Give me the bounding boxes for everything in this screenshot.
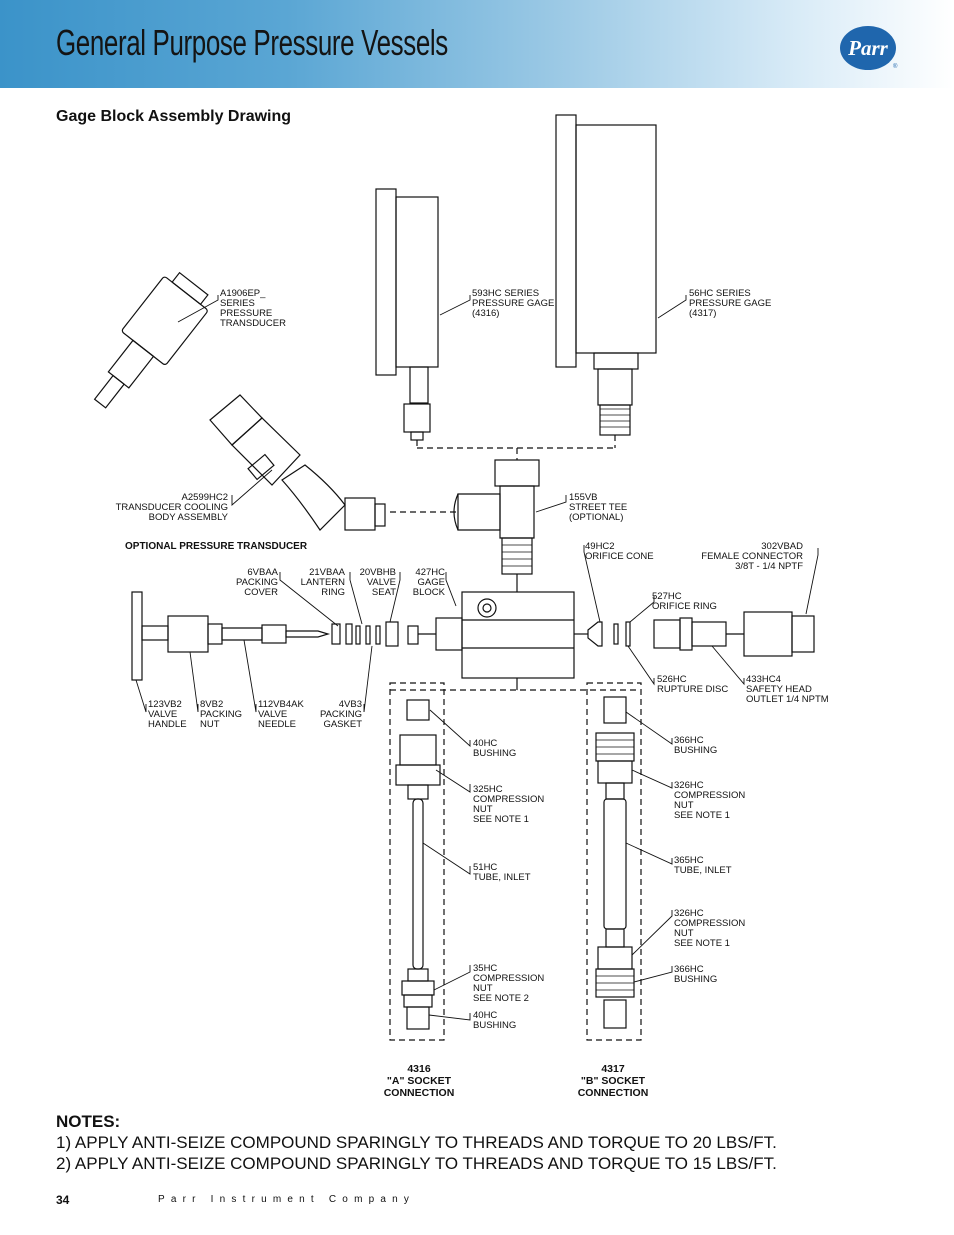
label-lantern-ring: 21VBAA LANTERN RING [300,567,345,598]
label-street-tee: 155VB STREET TEE (OPTIONAL) [569,492,628,523]
label-bushing-366-top: 366HC BUSHING [674,735,718,756]
label-valve-handle: 123VB2 VALVE HANDLE [148,699,187,730]
note-2: 2) APPLY ANTI-SEIZE COMPOUND SPARINGLY T… [56,1154,777,1173]
street-tee-155vb [453,459,540,575]
label-orifice-cone: 49HC2 ORIFICE CONE [585,541,654,562]
gage-593hc [375,188,439,441]
label-comp-nut-326-bot: 326HC COMPRESSION NUT SEE NOTE 1 [674,908,746,949]
label-packing-gasket: 4VB3 PACKING GASKET [319,699,362,730]
gage-block-427hc [461,591,575,679]
socket-b-parts [595,696,635,1029]
parr-logo-mark: ® [893,63,898,70]
label-gage-56: 56HC SERIES PRESSURE GAGE (4317) [689,288,772,319]
socket-a-parts [395,699,441,1030]
label-socket-a: 4316 "A" SOCKET CONNECTION [383,1063,455,1099]
header-banner [0,0,954,88]
label-socket-b: 4317 "B" SOCKET CONNECTION [577,1063,649,1099]
label-comp-nut-326-top: 326HC COMPRESSION NUT SEE NOTE 1 [674,780,746,821]
notes-section: NOTES: 1) APPLY ANTI-SEIZE COMPOUND SPAR… [56,1111,777,1174]
label-transducer: A1906EP_ SERIES PRESSURE TRANSDUCER [220,288,286,329]
company-name: Parr Instrument Company [158,1194,416,1205]
label-bushing-366-bot: 366HC BUSHING [674,964,718,985]
label-rupture-disc: 526HC RUPTURE DISC [657,674,729,695]
label-comp-nut-325: 325HC COMPRESSION NUT SEE NOTE 1 [473,784,545,825]
page-number: 34 [56,1193,70,1207]
valve-assembly [131,591,463,681]
cooling-body-a2599hc2 [209,394,386,531]
label-bushing-40-top: 40HC BUSHING [473,738,517,759]
label-valve-seat: 20VBHB VALVE SEAT [359,567,396,598]
label-safety-head: 433HC4 SAFETY HEAD OUTLET 1/4 NPTM [746,674,829,705]
label-packing-cover: 6VBAA PACKING COVER [235,567,278,598]
label-tube-365: 365HC TUBE, INLET [674,855,732,876]
label-comp-nut-35: 35HC COMPRESSION NUT SEE NOTE 2 [473,963,545,1004]
note-1: 1) APPLY ANTI-SEIZE COMPOUND SPARINGLY T… [56,1133,777,1152]
section-title: Gage Block Assembly Drawing [56,108,292,125]
label-packing-nut: 8VB2 PACKING NUT [200,699,243,730]
label-gage-block: 427HC GAGE BLOCK [412,567,445,598]
label-orifice-ring: 527HC ORIFICE RING [652,591,717,612]
page-title: General Purpose Pressure Vessels [56,22,448,63]
notes-heading: NOTES: [56,1112,121,1131]
label-tube-51: 51HC TUBE, INLET [473,862,531,883]
label-bushing-40-bot: 40HC BUSHING [473,1010,517,1031]
parr-logo-text: Parr [847,36,889,60]
label-gage-593: 593HC SERIES PRESSURE GAGE (4316) [472,288,555,319]
transducer-a1906ep [93,271,209,409]
parr-logo: Parr ® [840,26,898,70]
label-optional-transducer: OPTIONAL PRESSURE TRANSDUCER [125,541,308,552]
gage-56hc [555,114,657,436]
label-cooling-body: A2599HC2 TRANSDUCER COOLING BODY ASSEMBL… [115,492,228,523]
label-female-connector: 302VBAD FEMALE CONNECTOR 3/8T - 1/4 NPTF [701,541,803,572]
label-valve-needle: 112VB4AK VALVE NEEDLE [258,699,304,730]
safety-head-assembly [587,611,815,657]
